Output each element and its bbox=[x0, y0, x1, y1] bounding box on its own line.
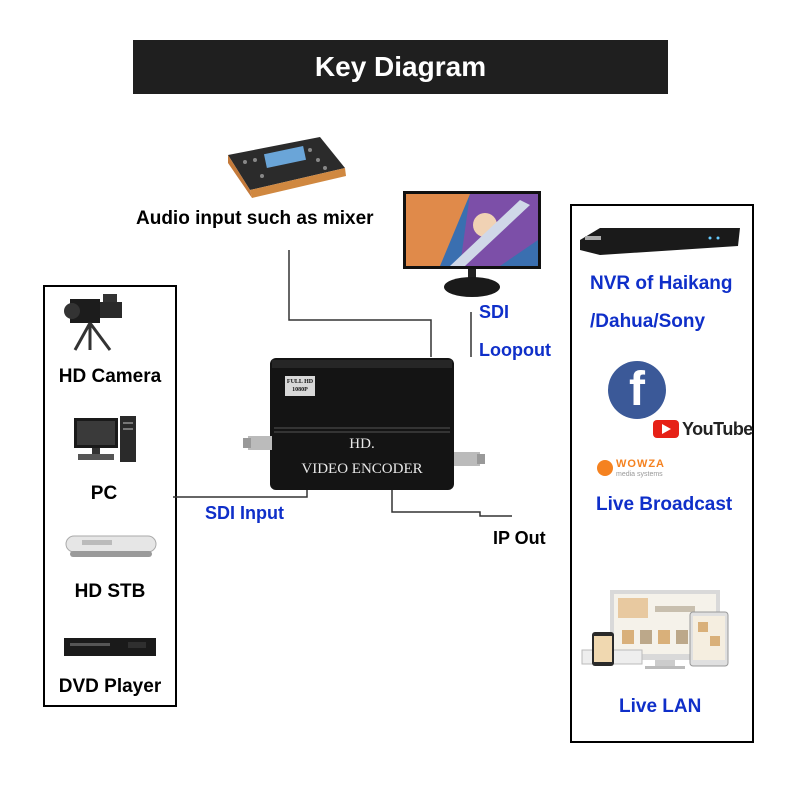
ip-out-connector bbox=[391, 490, 512, 517]
ip-out-label: IP Out bbox=[493, 528, 546, 548]
input-devices-panel bbox=[43, 285, 177, 707]
wowza-icon bbox=[597, 460, 613, 476]
set-top-box-icon bbox=[65, 535, 157, 557]
encoder-badge-line1: FULL HD bbox=[286, 379, 314, 385]
encoder-badge-line2: 1080P bbox=[292, 387, 308, 393]
loopout-label: Loopout bbox=[479, 340, 551, 360]
live-lan-label: Live LAN bbox=[619, 696, 702, 717]
youtube-text: YouTube bbox=[682, 419, 753, 439]
device-label-hd-stb: HD STB bbox=[74, 581, 146, 602]
live-broadcast-label: Live Broadcast bbox=[596, 494, 733, 515]
audio-mixer-icon bbox=[228, 137, 346, 198]
sdi-input-connector bbox=[173, 487, 308, 498]
diagram-title: Key Diagram bbox=[133, 40, 668, 94]
facebook-letter: f bbox=[629, 363, 645, 416]
multi-device-lan-icon bbox=[581, 590, 729, 669]
nvr-label-line2: /Dahua/Sony bbox=[590, 311, 706, 332]
nvr-label-line1: NVR of Haikang bbox=[590, 273, 733, 294]
encoder-badge: FULL HD 1080P bbox=[286, 378, 314, 394]
encoder-label-line1: HD. bbox=[349, 436, 375, 452]
device-label-dvd-player: DVD Player bbox=[58, 676, 162, 697]
audio-connector bbox=[288, 250, 432, 357]
youtube-icon bbox=[653, 420, 679, 438]
monitor-icon bbox=[403, 191, 541, 297]
dvd-player-icon bbox=[64, 638, 156, 656]
device-label-hd-camera: HD Camera bbox=[58, 366, 162, 387]
desktop-pc-icon bbox=[74, 416, 136, 462]
sdi-input-label: SDI Input bbox=[205, 503, 284, 523]
device-label-pc: PC bbox=[90, 483, 118, 504]
video-camera-icon bbox=[64, 294, 122, 351]
connector-lines bbox=[173, 250, 512, 517]
wowza-subtitle: media systems bbox=[616, 471, 663, 478]
encoder-label-line2: VIDEO ENCODER bbox=[301, 461, 423, 477]
video-encoder-device bbox=[243, 358, 485, 490]
wowza-name: WOWZA bbox=[616, 458, 665, 470]
nvr-recorder-icon bbox=[580, 228, 740, 255]
sdi-label: SDI bbox=[479, 302, 510, 322]
facebook-icon bbox=[608, 361, 666, 419]
audio-input-label: Audio input such as mixer bbox=[136, 208, 374, 229]
